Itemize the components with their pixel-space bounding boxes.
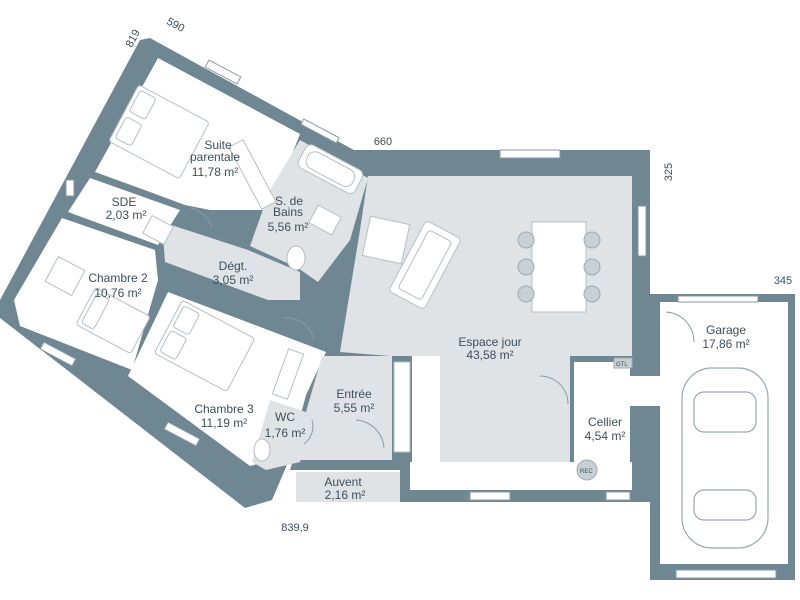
cellier-door-arc — [539, 375, 569, 405]
doors — [189, 207, 695, 449]
chambre3-wardrobe — [271, 348, 305, 400]
sde-label: SDE — [112, 195, 137, 209]
sde-window — [65, 179, 75, 197]
bathtub — [297, 144, 364, 195]
sdb-area: 5,56 m² — [268, 220, 309, 234]
chambre2-area: 10,76 m² — [94, 286, 141, 300]
suite-bed — [109, 85, 209, 179]
suite-label-2: parentale — [190, 150, 240, 164]
wc-label: WC — [275, 410, 295, 424]
living-armchair — [361, 215, 411, 265]
garage-south-window — [675, 569, 777, 579]
suite-label-1: Suite — [204, 138, 232, 152]
dimension-345: 345 — [774, 275, 792, 287]
chambre2-desk — [44, 255, 86, 297]
wc-area: 1,76 m² — [265, 426, 306, 440]
dining-table — [531, 221, 587, 313]
chambre2-bed — [76, 287, 150, 354]
chambre2-window — [39, 341, 77, 367]
cellier-area: 4,54 m² — [585, 429, 626, 443]
cellier-window — [605, 491, 631, 501]
degagement-room — [162, 222, 300, 300]
entree-door-arc — [355, 419, 385, 449]
degt-toilet — [286, 245, 306, 271]
degt-label: Dégt. — [219, 259, 248, 273]
living-north-window — [499, 149, 561, 159]
sde-sink — [142, 214, 174, 246]
garage-car — [681, 367, 769, 549]
dining-chairs — [517, 231, 601, 303]
furniture: GTL REC — [44, 85, 769, 549]
living-east-window — [637, 205, 647, 257]
wc-toilet — [253, 438, 271, 462]
gtl-panel — [613, 357, 633, 369]
rec-unit — [576, 459, 598, 481]
dimension-660: 660 — [374, 136, 392, 148]
chambre3-area: 11,19 m² — [201, 416, 247, 430]
living-south-window — [469, 491, 511, 501]
dimension-325: 325 — [663, 163, 675, 181]
day-south-corridor — [410, 462, 632, 490]
sde-area: 2,03 m² — [106, 208, 147, 222]
entree-label: Entrée — [336, 387, 372, 401]
sdb-window — [300, 118, 340, 144]
gtl-tag: GTL — [616, 362, 628, 368]
chambre3-door-arc — [283, 317, 315, 341]
espace-jour-label: Espace jour — [458, 335, 521, 349]
suite-wardrobe — [228, 139, 277, 210]
chambre2-label: Chambre 2 — [88, 271, 148, 285]
suite-area: 11,78 m² — [192, 165, 238, 179]
chambre3-label: Chambre 3 — [194, 402, 254, 416]
entree-room — [300, 356, 392, 460]
windows — [39, 59, 777, 579]
garage-label: Garage — [706, 323, 746, 337]
sdb-label-1: S. de — [275, 194, 303, 208]
auvent-room — [296, 472, 400, 502]
entrance-counter — [412, 356, 440, 466]
wc-door-arc — [303, 419, 314, 445]
degt-area: 3,05 m² — [213, 273, 254, 287]
garage-door-arc — [665, 311, 695, 343]
suite-door-arc — [189, 207, 213, 229]
auvent-area: 2,16 m² — [325, 488, 366, 502]
suite-window — [204, 59, 242, 85]
auvent-label: Auvent — [324, 475, 362, 489]
espace-jour-area: 43,58 m² — [466, 348, 513, 362]
sdb-label-2: Bains — [273, 205, 303, 219]
room-labels: Suite parentale 11,78 m² SDE 2,03 m² S. … — [88, 138, 749, 502]
entree-storage — [393, 361, 411, 453]
dimension-839-9: 839,9 — [281, 522, 309, 534]
sdb-sink — [308, 204, 342, 236]
cellier-garage-passage — [630, 376, 662, 406]
chambre3-window — [163, 421, 201, 447]
garage-north-window — [677, 295, 759, 303]
living-sofa — [389, 221, 461, 309]
chambre3-bed — [154, 300, 255, 392]
dimension-590: 590 — [164, 16, 186, 35]
rec-tag: REC — [580, 469, 593, 475]
garage-area: 17,86 m² — [702, 337, 749, 351]
cellier-label: Cellier — [588, 415, 622, 429]
entree-area: 5,55 m² — [334, 401, 375, 415]
